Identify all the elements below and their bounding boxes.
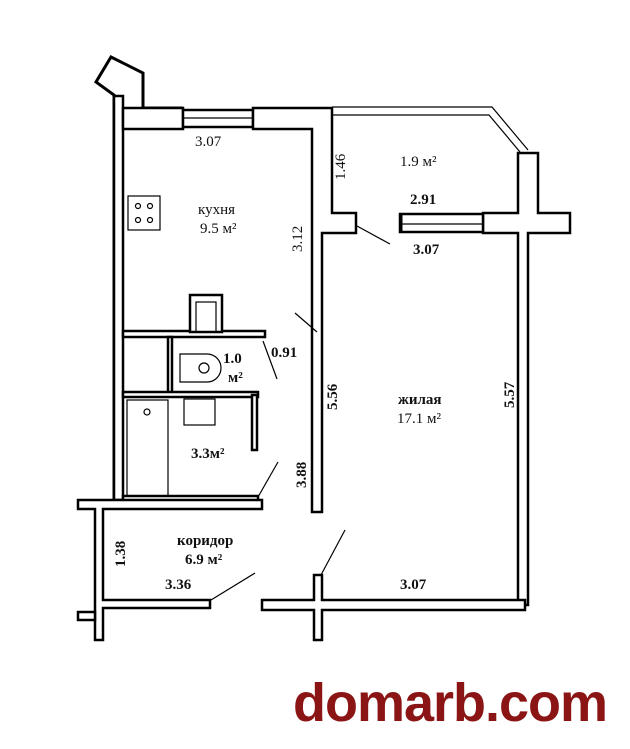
wc-area-unit: м² [228, 370, 243, 386]
vent-shaft-inner [195, 301, 217, 333]
burner-icon [146, 202, 154, 210]
watermark: domarb.com [293, 673, 608, 733]
drain-icon [143, 408, 151, 416]
dim-kitchen-top: 3.07 [195, 134, 222, 150]
wall-corridor [76, 498, 264, 642]
door-swing-entry [210, 572, 256, 601]
wall-kitchen-left [112, 94, 125, 502]
wall-kitchen-top-right [251, 106, 358, 514]
dim-balcony-depth: 1.46 [333, 153, 349, 180]
dim-corridor-side: 1.38 [113, 540, 129, 567]
dim-kitchen-side: 3.12 [290, 225, 306, 252]
dim-wc-door: 0.91 [271, 345, 298, 361]
dim-balcony-window: 2.91 [410, 192, 437, 208]
door-swing-kitchen [294, 312, 318, 333]
wall-corridor-stub [76, 610, 97, 622]
dim-bath-side: 3.88 [294, 461, 310, 488]
dim-living-left: 5.56 [325, 383, 341, 410]
dim-living-top: 3.07 [413, 242, 440, 258]
dim-living-right: 5.57 [502, 381, 518, 408]
balcony-rail-inner [332, 114, 521, 153]
wc-area-num: 1.0 [223, 351, 242, 367]
door-swing-bath [257, 461, 279, 498]
wall-kitchen-top-left [121, 106, 185, 131]
door-swing-living [320, 529, 346, 576]
toilet-icon [179, 353, 222, 383]
toilet-bowl-icon [198, 362, 210, 374]
living-name: жилая [398, 392, 442, 408]
kitchen-area: 9.5 м² [200, 221, 237, 237]
burner-icon [134, 216, 142, 224]
living-area: 17.1 м² [397, 411, 441, 427]
stove-icon [127, 195, 161, 231]
kitchen-name: кухня [198, 202, 236, 218]
wall-bath-right [250, 393, 259, 452]
dim-corridor-bottom: 3.36 [165, 577, 192, 593]
door-swing-wc [262, 340, 278, 380]
sink-icon [183, 398, 216, 426]
balcony-area: 1.9 м² [400, 154, 437, 170]
bathtub-icon [126, 399, 169, 497]
wall-chimney-edge [95, 56, 112, 83]
corridor-name: коридор [177, 533, 234, 549]
burner-icon [134, 202, 142, 210]
wall-bath-top [121, 390, 260, 399]
corridor-area: 6.9 м² [185, 552, 223, 568]
wall-living-bottom [260, 573, 527, 642]
burner-icon [146, 216, 154, 224]
dim-living-bottom: 3.07 [400, 577, 427, 593]
bath-area: 3.3м² [191, 446, 225, 462]
door-swing-balcony [356, 225, 391, 245]
vent-shaft [188, 293, 224, 334]
wall-balcony-right [481, 151, 572, 607]
wall-wc-mid [166, 335, 174, 395]
balcony-rail-outer [332, 106, 529, 151]
window-living [398, 212, 485, 234]
